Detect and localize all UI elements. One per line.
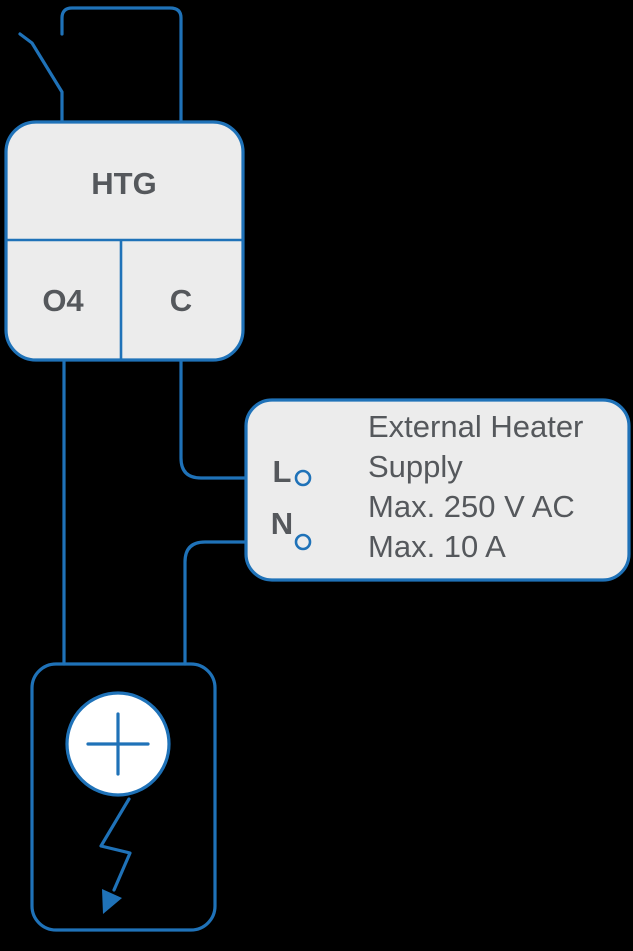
heater-box: [30, 662, 217, 932]
zigzag-arrow-icon: [99, 797, 132, 892]
switch-blade-icon: [18, 32, 64, 126]
supply-box: L N External Heater Supply Max. 250 V AC…: [244, 398, 631, 582]
supply-box-rect: [244, 398, 631, 582]
zigzag-arrow-head: [102, 889, 122, 914]
relay-block: HTG O4 C: [4, 120, 245, 362]
top-loop-wire: [60, 6, 183, 126]
terminal-l-contact: [294, 469, 312, 487]
terminal-n-contact: [294, 533, 312, 551]
supply-info-line-1: External Heater: [368, 409, 583, 444]
supply-info-line-4: Max. 10 A: [368, 529, 506, 564]
relay-label: HTG: [91, 166, 156, 201]
supply-terminal-n-label: N: [271, 506, 293, 541]
relay-terminal-o4-label: O4: [42, 283, 84, 318]
n-to-heater-wire: [183, 540, 297, 666]
supply-info-line-2: Supply: [368, 449, 463, 484]
heater-block: [30, 662, 217, 932]
supply-terminal-l-label: L: [273, 454, 292, 489]
c-to-l-wire: [179, 356, 297, 480]
relay-terminal-c-label: C: [170, 283, 192, 318]
supply-info-line-3: Max. 250 V AC: [368, 489, 575, 524]
